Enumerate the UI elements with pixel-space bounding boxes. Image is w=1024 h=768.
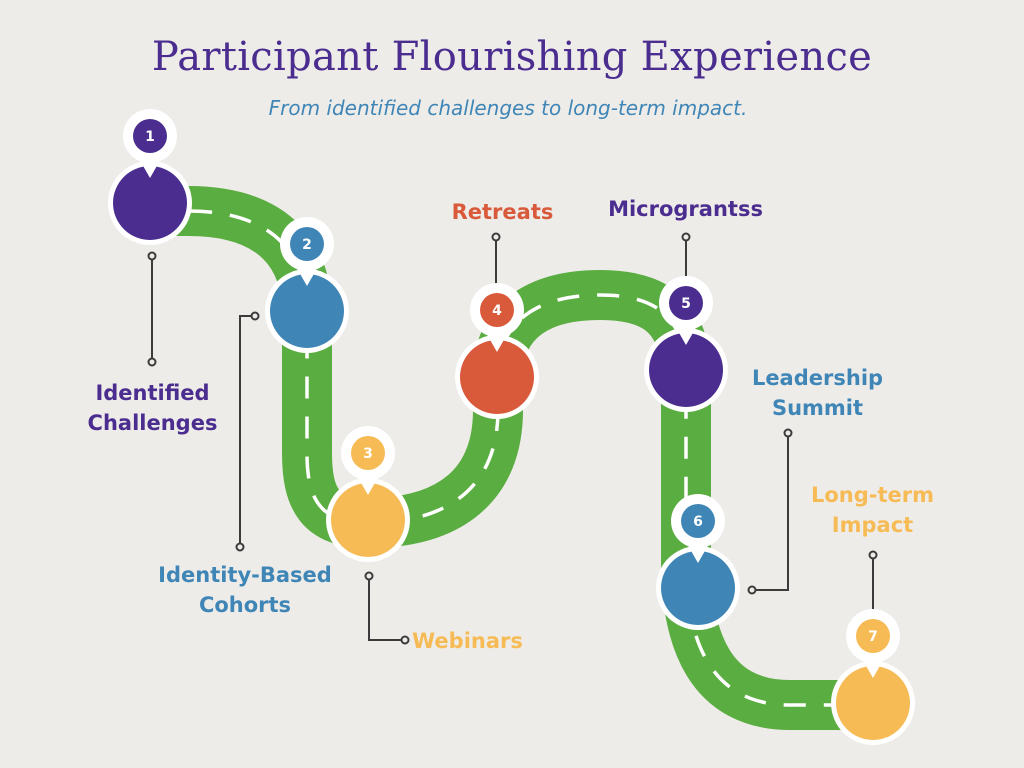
connector-dot [747, 585, 757, 595]
step-label-6: Leadership Summit [751, 366, 884, 420]
connector-dot [147, 251, 157, 261]
connector-dot [681, 232, 691, 242]
connector-dot [400, 635, 410, 645]
connector-dot [364, 571, 374, 581]
step-number-7: 7 [868, 629, 878, 645]
connector-dot [868, 550, 878, 560]
step-label-7: Long-term Impact [810, 483, 935, 537]
step-label-2: Identity-Based Cohorts [158, 563, 332, 617]
step-pin-5: 5 [644, 276, 728, 412]
step-pin-1: 1 [108, 109, 192, 245]
connector-dot [147, 357, 157, 367]
step-pin-7: 7 [831, 609, 915, 745]
step-label-5: Micrograntss [608, 197, 763, 221]
step-pin-4: 4 [455, 283, 539, 419]
step-number-1: 1 [145, 129, 155, 145]
step-number-4: 4 [492, 303, 502, 319]
step-number-5: 5 [681, 296, 691, 312]
connector-dot [783, 428, 793, 438]
step-pin-3: 3 [326, 426, 410, 562]
step-pin-6: 6 [656, 494, 740, 630]
connector-line-3 [368, 576, 405, 641]
connector-dot [491, 232, 501, 242]
step-label-4: Retreats [451, 200, 554, 224]
connector-line-2 [239, 315, 255, 547]
page-subtitle: From identified challenges to long-term … [268, 96, 748, 120]
step-label-1: Identified Challenges [87, 381, 218, 435]
page-title: Participant Flourishing Experience [151, 34, 873, 80]
connector-line-6 [752, 433, 789, 591]
step-label-3: Webinars [412, 629, 523, 653]
step-number-3: 3 [363, 446, 373, 462]
step-pin-2: 2 [265, 217, 349, 353]
step-number-6: 6 [693, 514, 703, 530]
connector-dot [235, 542, 245, 552]
connector-dot [250, 311, 260, 321]
step-number-2: 2 [302, 237, 312, 253]
